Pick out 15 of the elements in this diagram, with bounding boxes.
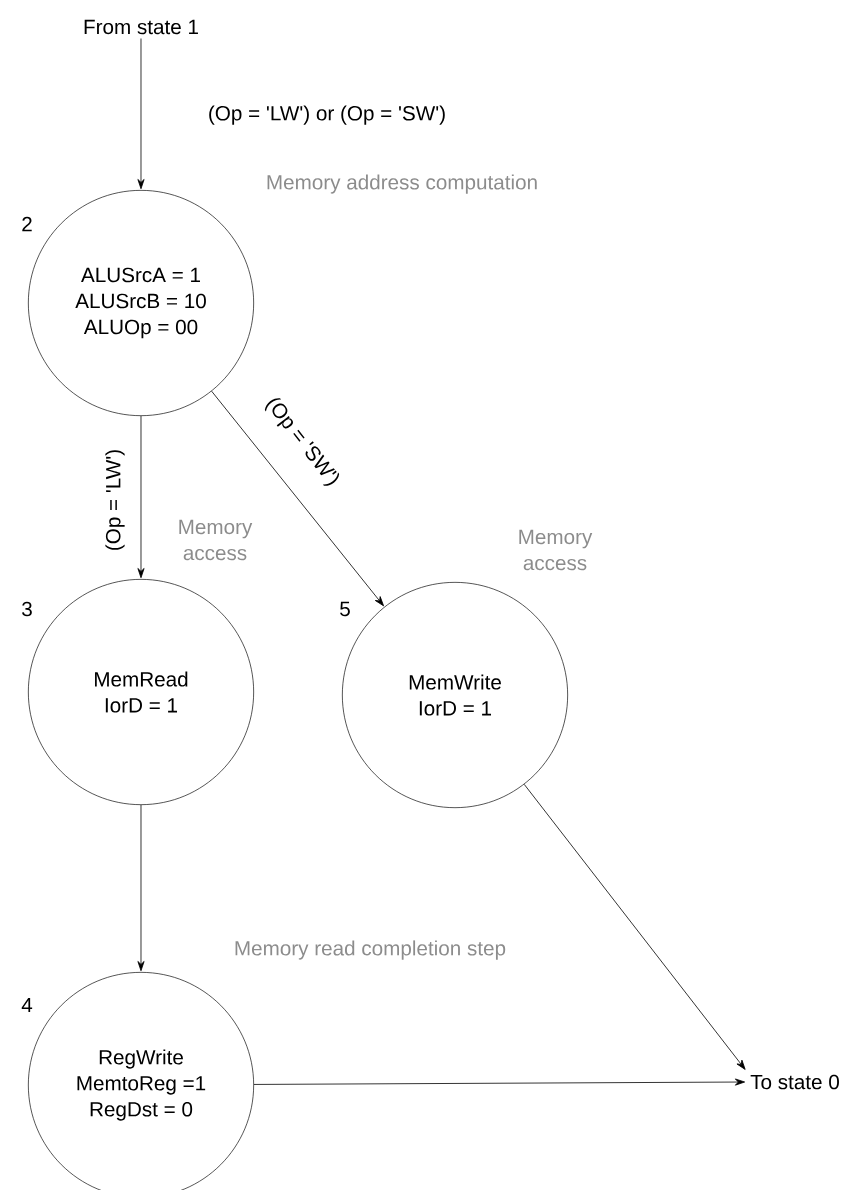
arrow xyxy=(523,783,746,1070)
arrow xyxy=(253,1078,746,1086)
state-number: 5 xyxy=(340,601,350,617)
step-description: Memory access xyxy=(519,529,593,571)
arrow xyxy=(137,415,145,579)
arrow xyxy=(211,390,384,607)
step-description: Memory access xyxy=(179,519,253,561)
edge-label: (Op = 'LW') or (Op = 'SW') xyxy=(206,104,448,126)
state-label: To state 0 xyxy=(750,1074,839,1090)
arrow xyxy=(137,804,145,972)
arrow xyxy=(137,38,145,190)
edge-label: (Op = 'LW') xyxy=(104,447,126,553)
state-label: From state 1 xyxy=(84,19,198,35)
step-description: Memory read completion step xyxy=(235,940,506,960)
step-description: Memory address computation xyxy=(267,174,537,194)
